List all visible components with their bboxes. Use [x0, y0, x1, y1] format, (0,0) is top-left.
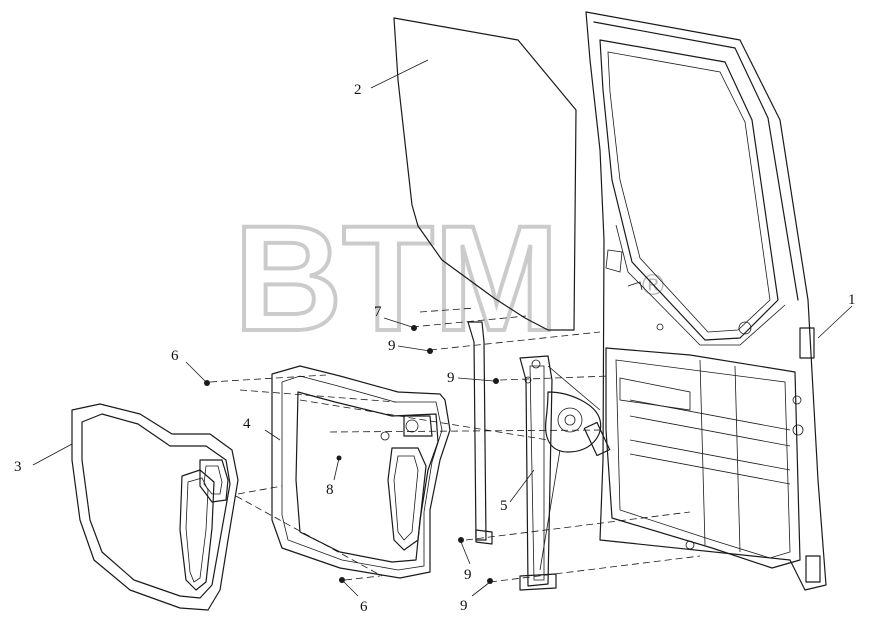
callout-6-upper: 6 — [171, 348, 179, 364]
bolt-dot — [487, 578, 493, 584]
callout-6-lower: 6 — [360, 599, 368, 615]
leader-lines — [185, 305, 853, 597]
window-regulator-part — [467, 321, 611, 591]
watermark-text: BTM — [234, 194, 559, 362]
bolt-dot — [411, 325, 417, 331]
door-hinge-upper — [799, 327, 815, 359]
callout-7: 7 — [374, 304, 382, 320]
watermark: BTM ® — [232, 192, 664, 364]
door-hinge-lower — [805, 555, 821, 583]
inner-door-panel-part — [264, 365, 451, 579]
callout-5: 5 — [500, 498, 508, 514]
bolt-dot — [493, 378, 499, 384]
callout-4: 4 — [243, 416, 251, 432]
callout-8: 8 — [326, 482, 334, 498]
assembly-lines — [209, 307, 701, 583]
inner-trim-panel-part — [32, 403, 239, 611]
regulator-motor — [583, 421, 611, 457]
watermark-registered-mark: ® — [642, 269, 664, 302]
door-frame-part — [585, 11, 827, 591]
callout-9-d: 9 — [460, 598, 468, 614]
callout-1: 1 — [848, 292, 856, 308]
callout-9-a: 9 — [388, 338, 396, 354]
callout-9-b: 9 — [447, 370, 455, 386]
fasteners — [204, 325, 499, 584]
callout-3: 3 — [14, 459, 22, 475]
bolt-dot — [458, 537, 464, 543]
window-glass-part — [370, 17, 577, 331]
callout-9-c: 9 — [464, 567, 472, 583]
callout-labels: 1 2 3 4 5 6 6 7 8 9 9 9 9 — [14, 82, 856, 615]
callout-2: 2 — [354, 82, 362, 98]
